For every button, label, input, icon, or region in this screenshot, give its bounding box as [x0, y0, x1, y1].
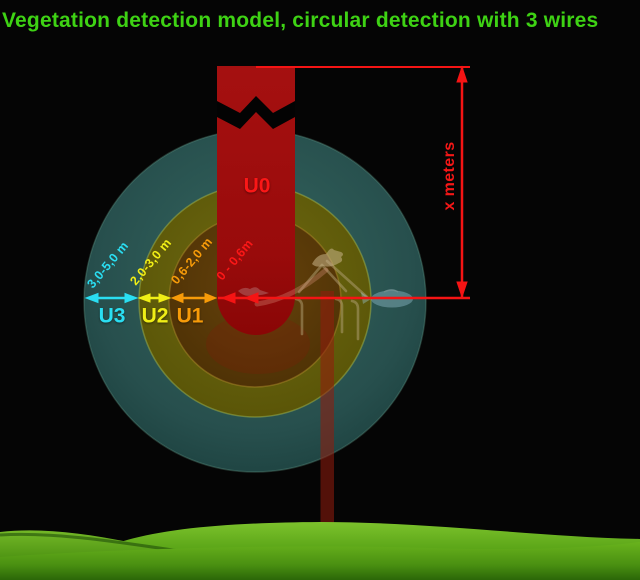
mast-trunk: [217, 66, 295, 335]
mast-shadow: [206, 314, 310, 374]
break-zigzag: [217, 96, 295, 129]
wire-swoosh: [254, 267, 329, 307]
wire-array: [294, 259, 369, 341]
drop-column: [320, 291, 334, 527]
zone-label-u0: U0: [243, 174, 271, 198]
small-bird-icon: [238, 287, 269, 296]
zone-label-u3: U3: [98, 304, 126, 328]
zone-arrow-u2: [137, 293, 172, 303]
zone-label-u2: U2: [141, 304, 169, 328]
ground-hills: [0, 522, 640, 580]
zone-arrow-u1: [170, 292, 218, 304]
zone-arrow-u3: [84, 292, 139, 304]
zone-label-u1: U1: [176, 304, 204, 328]
bird-icon: [312, 248, 343, 267]
dimension-lines: [218, 65, 470, 304]
diagram-title: Vegetation detection model, circular det…: [2, 9, 599, 32]
dimension-label: x meters: [441, 141, 458, 211]
